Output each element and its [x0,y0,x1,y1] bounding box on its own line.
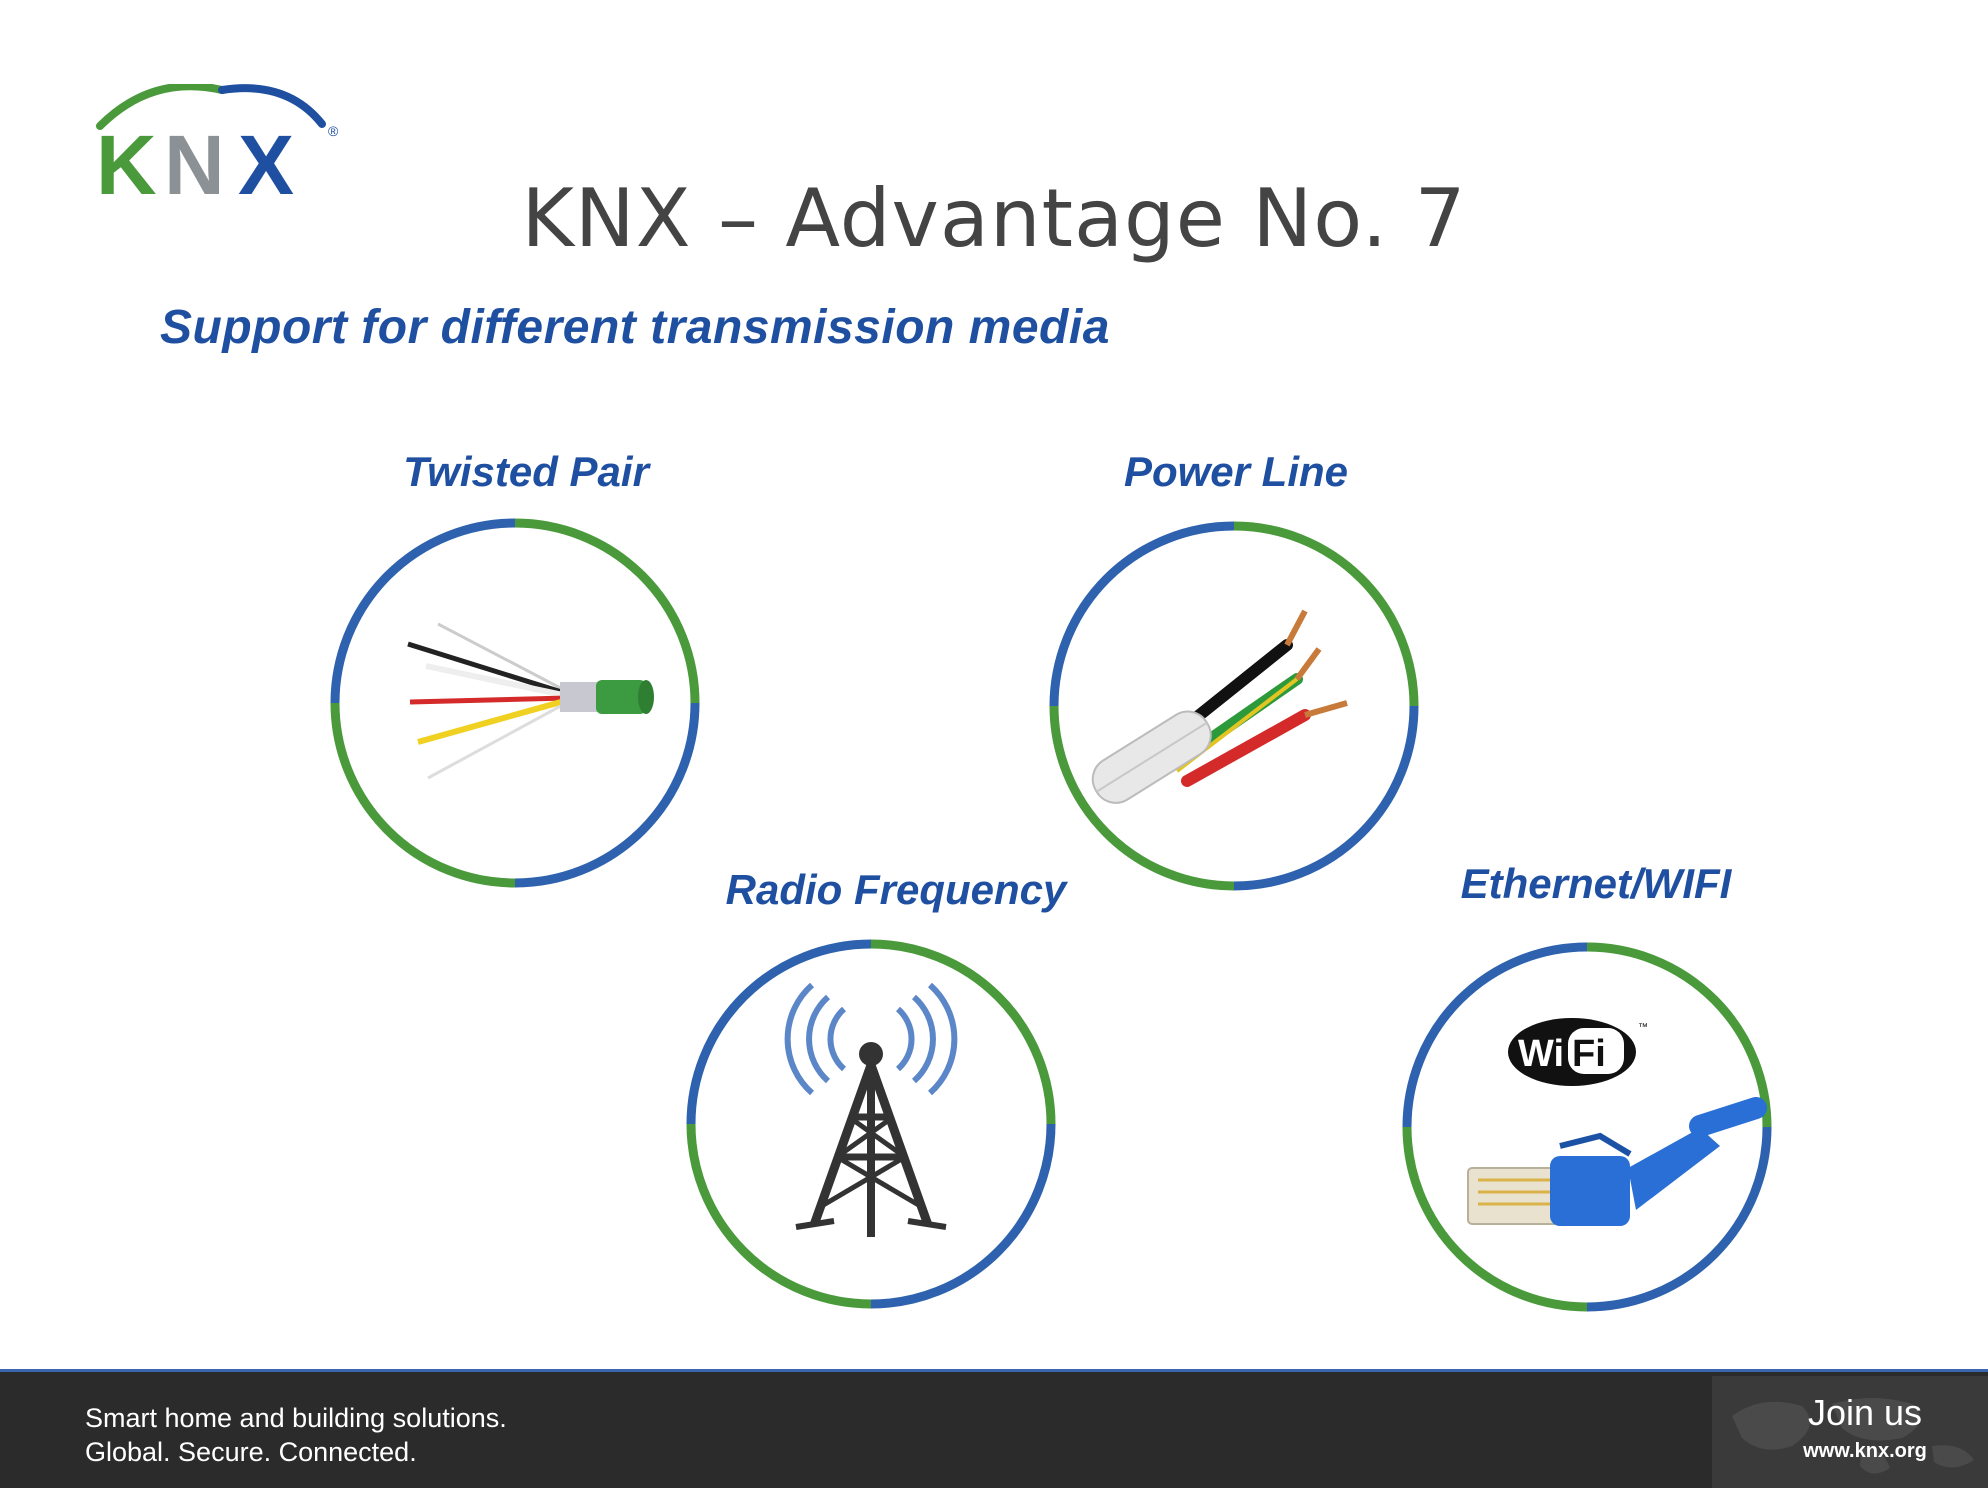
svg-text:X: X [238,118,294,204]
power-line-circle [1049,521,1419,891]
radio-tower-icon [784,982,958,1237]
radio-frequency-label: Radio Frequency [725,866,1067,913]
svg-text:Wi: Wi [1518,1033,1564,1075]
ethernet-wifi-circle: Wi Fi ™ [1402,942,1772,1312]
twisted-pair-circle [330,518,700,888]
join-us-link[interactable]: Join us [1807,1392,1923,1433]
power-line-label: Power Line [1123,448,1349,495]
footer-bar [0,1372,1988,1488]
page-subtitle: Support for different transmission media [160,301,1110,354]
website-link[interactable]: www.knx.org [1803,1440,1927,1462]
footer-divider [0,1369,1988,1372]
power-line-cable-icon [1091,609,1348,804]
twisted-pair-cable-icon [407,622,654,780]
radio-frequency-circle [686,939,1056,1309]
world-map-icon [1732,1398,1974,1474]
ethernet-wifi-label: Ethernet/WIFI [1460,860,1732,907]
page-title: KNX – Advantage No. 7 [521,172,1467,265]
svg-text:™: ™ [1638,1022,1648,1033]
svg-text:K: K [96,118,157,204]
svg-text:®: ® [328,123,339,139]
knx-logo: K N X ® [96,84,339,204]
ethernet-wifi-icon: Wi Fi ™ [1467,1018,1767,1226]
svg-text:Fi: Fi [1572,1033,1606,1075]
footer-tagline-line-1: Smart home and building solutions. [85,1403,507,1433]
twisted-pair-label: Twisted Pair [403,448,649,495]
join-us-panel[interactable] [1712,1376,1988,1488]
svg-text:N: N [164,118,225,204]
footer-tagline-line-2: Global. Secure. Connected. [85,1437,417,1467]
